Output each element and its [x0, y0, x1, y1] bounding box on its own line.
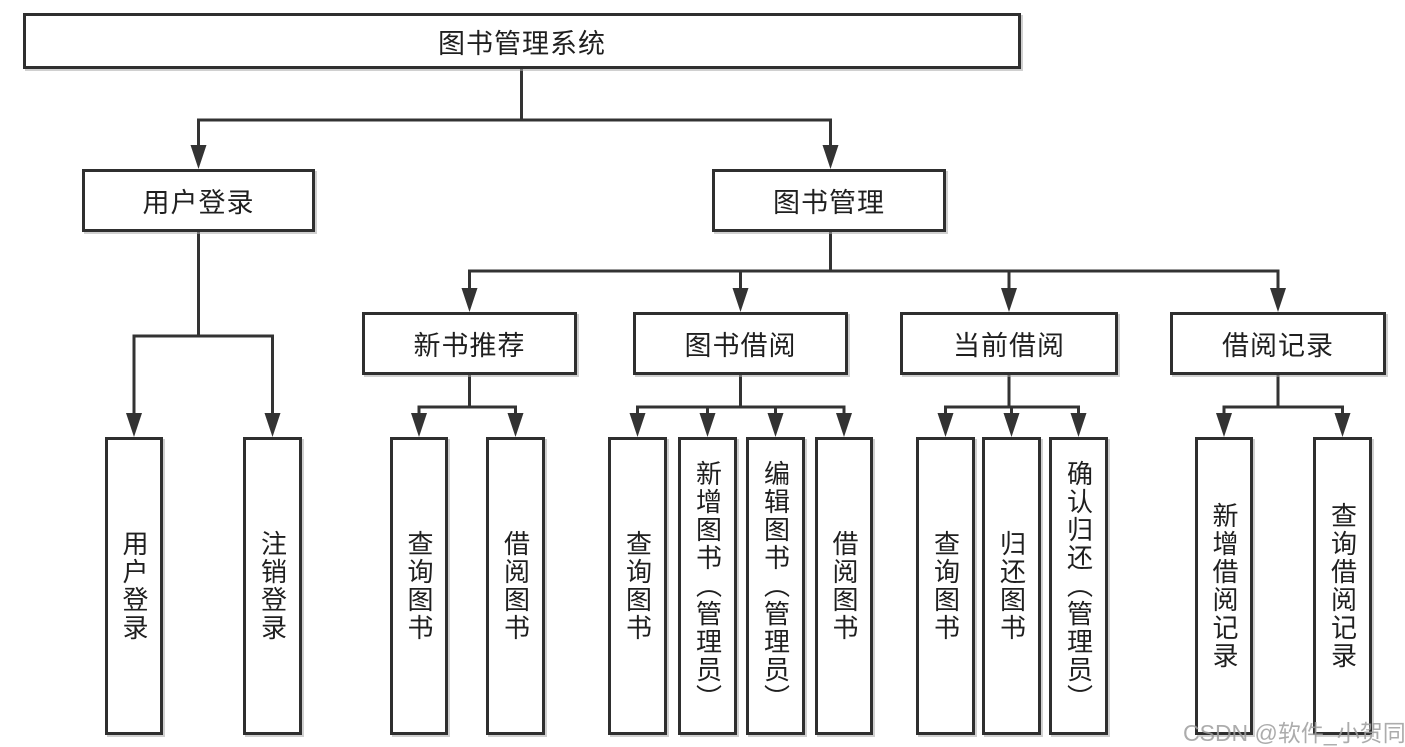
- node-label: 查询借阅记录: [1327, 502, 1358, 670]
- node-current-borrowing: 当前借阅: [900, 312, 1118, 375]
- leaf-edit-books-admin: 编辑图书（管理员）: [746, 437, 805, 735]
- node-borrowing-records: 借阅记录: [1170, 312, 1386, 375]
- node-new-book-recommend: 新书推荐: [362, 312, 577, 375]
- leaf-add-borrow-record: 新增借阅记录: [1195, 437, 1253, 735]
- node-label: 借阅图书: [500, 530, 531, 642]
- node-library-system: 图书管理系统: [23, 13, 1021, 69]
- leaf-confirm-return-admin: 确认归还（管理员）: [1049, 437, 1108, 735]
- arrowhead-icons: [126, 145, 1351, 437]
- leaf-query-borrow-record: 查询借阅记录: [1313, 437, 1372, 735]
- leaf-recommend-query-books: 查询图书: [390, 437, 448, 735]
- leaf-return-books: 归还图书: [982, 437, 1041, 735]
- node-label: 查询图书: [622, 530, 653, 642]
- node-label: 查询图书: [930, 530, 961, 642]
- node-label: 借阅图书: [829, 530, 859, 642]
- node-label: 当前借阅: [953, 331, 1065, 361]
- node-label: 新书推荐: [413, 331, 526, 361]
- node-label: 归还图书: [996, 530, 1027, 642]
- node-user-login: 用户登录: [82, 169, 315, 232]
- leaf-logout: 注销登录: [243, 437, 302, 735]
- leaf-user-login: 用户登录: [105, 437, 163, 735]
- node-book-management: 图书管理: [712, 169, 946, 232]
- node-label: 注销登录: [257, 530, 288, 642]
- node-book-borrowing: 图书借阅: [633, 312, 848, 375]
- node-label: 图书管理: [773, 188, 885, 218]
- node-label: 借阅记录: [1222, 331, 1334, 361]
- csdn-watermark: CSDN @软件_小贺同学: [1183, 720, 1405, 746]
- node-label: 确认归还（管理员）: [1063, 460, 1094, 712]
- leaf-borrowing-borrow-books: 借阅图书: [815, 437, 873, 735]
- node-label: 新增借阅记录: [1209, 502, 1239, 670]
- leaf-recommend-borrow-books: 借阅图书: [486, 437, 545, 735]
- node-label: 编辑图书（管理员）: [760, 460, 791, 712]
- node-label: 图书管理系统: [438, 28, 606, 59]
- leaf-borrowing-query-books: 查询图书: [608, 437, 667, 735]
- leaf-current-query-books: 查询图书: [916, 437, 975, 735]
- node-label: 图书借阅: [684, 331, 797, 361]
- leaf-add-books-admin: 新增图书（管理员）: [678, 437, 737, 735]
- node-label: 查询图书: [404, 530, 434, 642]
- node-label: 新增图书（管理员）: [692, 460, 723, 712]
- node-label: 用户登录: [142, 188, 255, 218]
- node-label: 用户登录: [119, 530, 149, 642]
